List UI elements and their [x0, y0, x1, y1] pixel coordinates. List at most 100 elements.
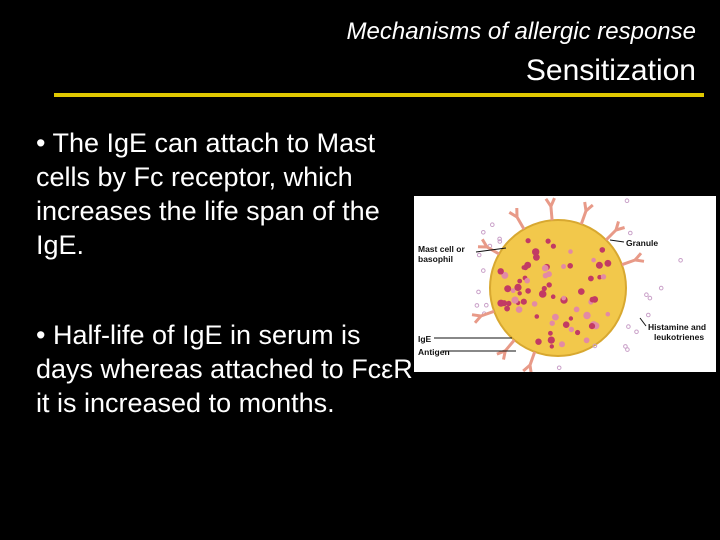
title-underline — [54, 93, 704, 97]
ige-antibody — [496, 339, 516, 360]
label-ige: IgE — [418, 334, 432, 344]
bullet-ige-attachment: • The IgE can attach to Mast cells by Fc… — [36, 128, 380, 260]
slide-subtitle: Mechanisms of allergic response — [346, 18, 697, 45]
ige-antibody — [544, 197, 556, 221]
granule-dot — [524, 277, 530, 284]
granule-dot — [599, 247, 606, 253]
mediator-particle — [678, 258, 683, 263]
granule-dot — [524, 261, 532, 269]
granule-dot — [550, 294, 556, 299]
mediator-particle — [628, 230, 633, 236]
granule-dot — [589, 296, 596, 303]
mast-cell-label-line — [475, 247, 507, 253]
granule-dot — [583, 337, 590, 344]
label-granule: Granule — [626, 238, 658, 248]
granule-dot — [583, 311, 591, 320]
mediator-particle — [476, 252, 482, 258]
ige-antibody — [579, 201, 594, 225]
mediator-particle — [481, 230, 486, 235]
granule-dot — [514, 283, 522, 291]
granule-dot — [575, 329, 581, 336]
mediator-particle — [481, 268, 486, 273]
granule-dot — [511, 296, 519, 304]
granule-dot — [531, 301, 538, 307]
histamine-label-line — [639, 317, 647, 327]
granule-dot — [591, 257, 596, 263]
granule-dot — [568, 316, 574, 321]
mediator-particle — [474, 303, 480, 308]
granule-label-line — [609, 239, 625, 243]
mediator-particle — [634, 329, 639, 335]
granule-dot — [497, 268, 504, 275]
mediator-particle — [497, 236, 502, 242]
granule-dot — [545, 238, 551, 244]
granule-dot — [515, 306, 523, 313]
granule-dot — [520, 298, 527, 305]
granule-dot — [525, 288, 531, 294]
mediator-particle — [644, 292, 649, 297]
granule-dot — [573, 306, 580, 313]
granule-dot — [547, 336, 555, 344]
label-antigen: Antigen — [418, 347, 450, 357]
mediator-particle — [490, 222, 495, 228]
mediator-particle — [646, 312, 651, 318]
granule-dot — [561, 295, 566, 301]
granule-dot — [504, 285, 512, 293]
granule-dot — [497, 299, 505, 307]
granule-dot — [549, 320, 555, 326]
granule-dot — [541, 264, 549, 272]
ige-antibody — [522, 351, 537, 372]
bullet-ige-half-life: • Half-life of IgE in serum is days wher… — [36, 320, 413, 418]
ige-antibodies — [471, 197, 645, 372]
granule-dot — [504, 305, 510, 312]
granule-dot — [546, 282, 552, 288]
granule-dot — [550, 243, 556, 249]
label-histamine: Histamine and — [648, 322, 706, 332]
granule-dot — [604, 259, 612, 267]
granule-dot — [600, 274, 607, 280]
granule-dot — [517, 291, 522, 296]
granule-dot — [567, 263, 573, 269]
mediator-particle — [623, 344, 628, 349]
mediator-particle — [625, 347, 630, 352]
granule-dot — [548, 330, 553, 336]
granule-dot — [542, 272, 549, 279]
mediator-particle — [476, 289, 481, 295]
granule-dot — [562, 321, 570, 328]
mediator-particle — [658, 285, 664, 291]
granule-dot — [532, 248, 540, 256]
granule-dot — [517, 278, 523, 284]
granule-dot — [588, 275, 594, 282]
ige-antibody — [477, 238, 500, 256]
granule-dot — [521, 265, 527, 270]
granule-dot — [538, 290, 547, 298]
granule-dot — [552, 313, 559, 321]
granule-dot — [525, 238, 531, 244]
mediator-particle — [647, 295, 653, 301]
mediator-particle — [624, 198, 630, 203]
granule-dot — [533, 253, 540, 261]
slide-title: Sensitization — [525, 54, 696, 87]
granule-dot — [506, 300, 512, 307]
label-basophil: basophil — [418, 254, 453, 264]
mediator-particle — [592, 343, 598, 349]
granule-dot — [541, 285, 547, 292]
granule-dot — [549, 344, 554, 349]
mediator-particle — [497, 239, 503, 244]
granule-dot — [597, 274, 602, 280]
granule-dot — [595, 261, 603, 269]
ige-antibody — [621, 252, 645, 267]
granules — [497, 238, 612, 349]
mediator-particle — [626, 324, 631, 329]
granule-dot — [561, 264, 567, 269]
mediator-particle — [556, 365, 562, 371]
granule-dot — [559, 341, 565, 348]
mast-cell-diagram: Mast cell or basophil Granule Histamine … — [418, 197, 706, 372]
granule-dot — [588, 323, 596, 330]
ige-antibody — [471, 309, 495, 324]
mediator-particle — [484, 302, 489, 308]
granule-dot — [510, 288, 516, 294]
mast-cell-figure: Mast cell or basophil Granule Histamine … — [414, 196, 716, 372]
granule-dot — [535, 338, 542, 345]
granule-dot — [605, 311, 611, 317]
